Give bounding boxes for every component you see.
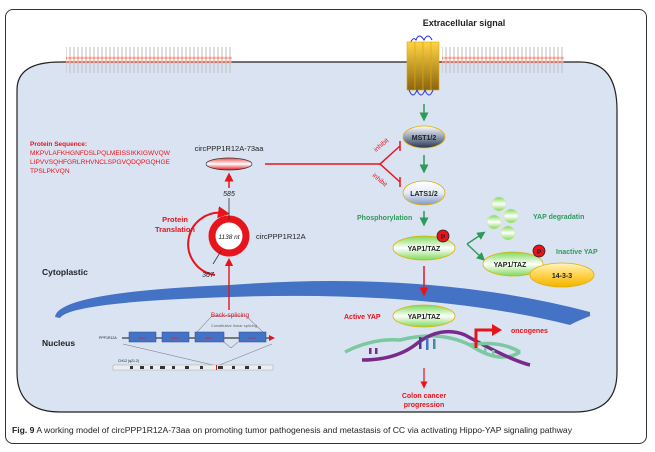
yap-active-node	[392, 304, 456, 328]
zoom-guide	[216, 343, 273, 367]
degradation-arrow	[466, 231, 486, 245]
linear-splicing-label: Constitutive linear splicing	[211, 323, 257, 328]
protein-sequence-line: TPSLPKVQN	[30, 168, 70, 175]
transcription-start-arrow	[474, 328, 492, 348]
lats-label: LATS1/2	[410, 191, 438, 198]
exon-label: Exon	[249, 336, 256, 340]
gene-label: PPP1R12A	[99, 336, 117, 340]
protein-sequence-line: MKPVLAFKHGNFDSLPQLMEISSIKKIGWVQW	[30, 150, 171, 157]
protein-translation-label: Protein	[162, 215, 188, 224]
phospho-p-label: P	[441, 234, 446, 241]
zoom-guide	[122, 343, 218, 367]
exon-set	[128, 331, 267, 343]
yap-active-label: YAP1/TAZ	[408, 314, 441, 321]
dna-helix	[344, 329, 531, 367]
chromosome-bands	[130, 365, 261, 370]
outcome-label: Colon cancer	[402, 393, 447, 400]
yap-degradation-fragments	[486, 196, 519, 241]
yap-phospho-label: YAP1/TAZ	[408, 246, 441, 253]
figure-caption: Fig. 9 A working model of circPPP1R12A-7…	[12, 425, 572, 435]
outcome-label: progression	[404, 402, 444, 409]
position-start: 367	[202, 272, 215, 279]
protein-1433-node	[529, 262, 595, 288]
transcription-arrowhead	[492, 324, 502, 336]
chromosome-band	[112, 364, 274, 371]
exon-label: Exon	[172, 336, 179, 340]
figure-number: Fig. 9	[12, 425, 35, 435]
protein-translation-label: Translation	[155, 225, 195, 234]
yap-inactive-node	[482, 251, 544, 277]
cell-membrane	[66, 47, 232, 77]
inhibit-connector	[265, 141, 401, 187]
mst-node	[402, 125, 446, 149]
phospho-p-badge	[436, 229, 450, 243]
oncogenes-label: oncogenes	[511, 328, 548, 335]
extracellular-signal-label: Extracellular signal	[423, 18, 506, 28]
splice-junction	[223, 341, 239, 349]
yap-phospho-node	[392, 235, 456, 261]
peptide-label: circPPP1R12A-73aa	[195, 144, 265, 153]
position-end: 585	[223, 191, 235, 198]
back-splicing-label: Back-splicing	[211, 312, 250, 319]
yap-degradation-label: YAP degradatin	[533, 214, 584, 221]
mst-label: MST1/2	[412, 135, 437, 142]
inactivation-arrow	[466, 243, 486, 261]
phospho-p-label: P	[537, 249, 542, 256]
protein-1433-label: 14-3-3	[552, 273, 572, 280]
circrna-label: circPPP1R12A	[256, 232, 306, 241]
yap-inactive-label: YAP1/TAZ	[494, 262, 527, 269]
active-yap-label: Active YAP	[344, 314, 381, 321]
phosphorylation-label: Phosphorylation	[357, 215, 412, 222]
back-splicing-bracket	[195, 315, 265, 334]
protein-sequence-line: LIPVVSQHFGRLRHVNCLSPGVQDQPGQHGE	[30, 159, 171, 166]
exon-label: Exon	[206, 336, 213, 340]
phospho-p-badge	[532, 244, 546, 258]
caption-text: A working model of circPPP1R12A-73aa on …	[34, 425, 573, 435]
nuclear-membrane	[55, 281, 590, 325]
membrane-receptor	[406, 35, 440, 96]
cell-membrane	[442, 47, 564, 77]
protein-sequence-heading: Protein Sequence:	[30, 141, 87, 148]
cytoplastic-label: Cytoplastic	[42, 267, 88, 277]
translation-curve-arrow	[187, 206, 230, 276]
circrna-length: 1138 nt	[218, 234, 240, 241]
peptide-shape	[205, 157, 253, 171]
chromosome-label: CH12 (q21.2)	[118, 359, 139, 363]
nucleus-label: Nucleus	[42, 338, 75, 348]
cell-cytoplasm	[16, 61, 618, 413]
inactive-yap-label: Inactive YAP	[556, 249, 598, 256]
lats-node	[402, 180, 446, 206]
exon-label: Exon	[139, 336, 146, 340]
position-marker	[212, 250, 222, 265]
